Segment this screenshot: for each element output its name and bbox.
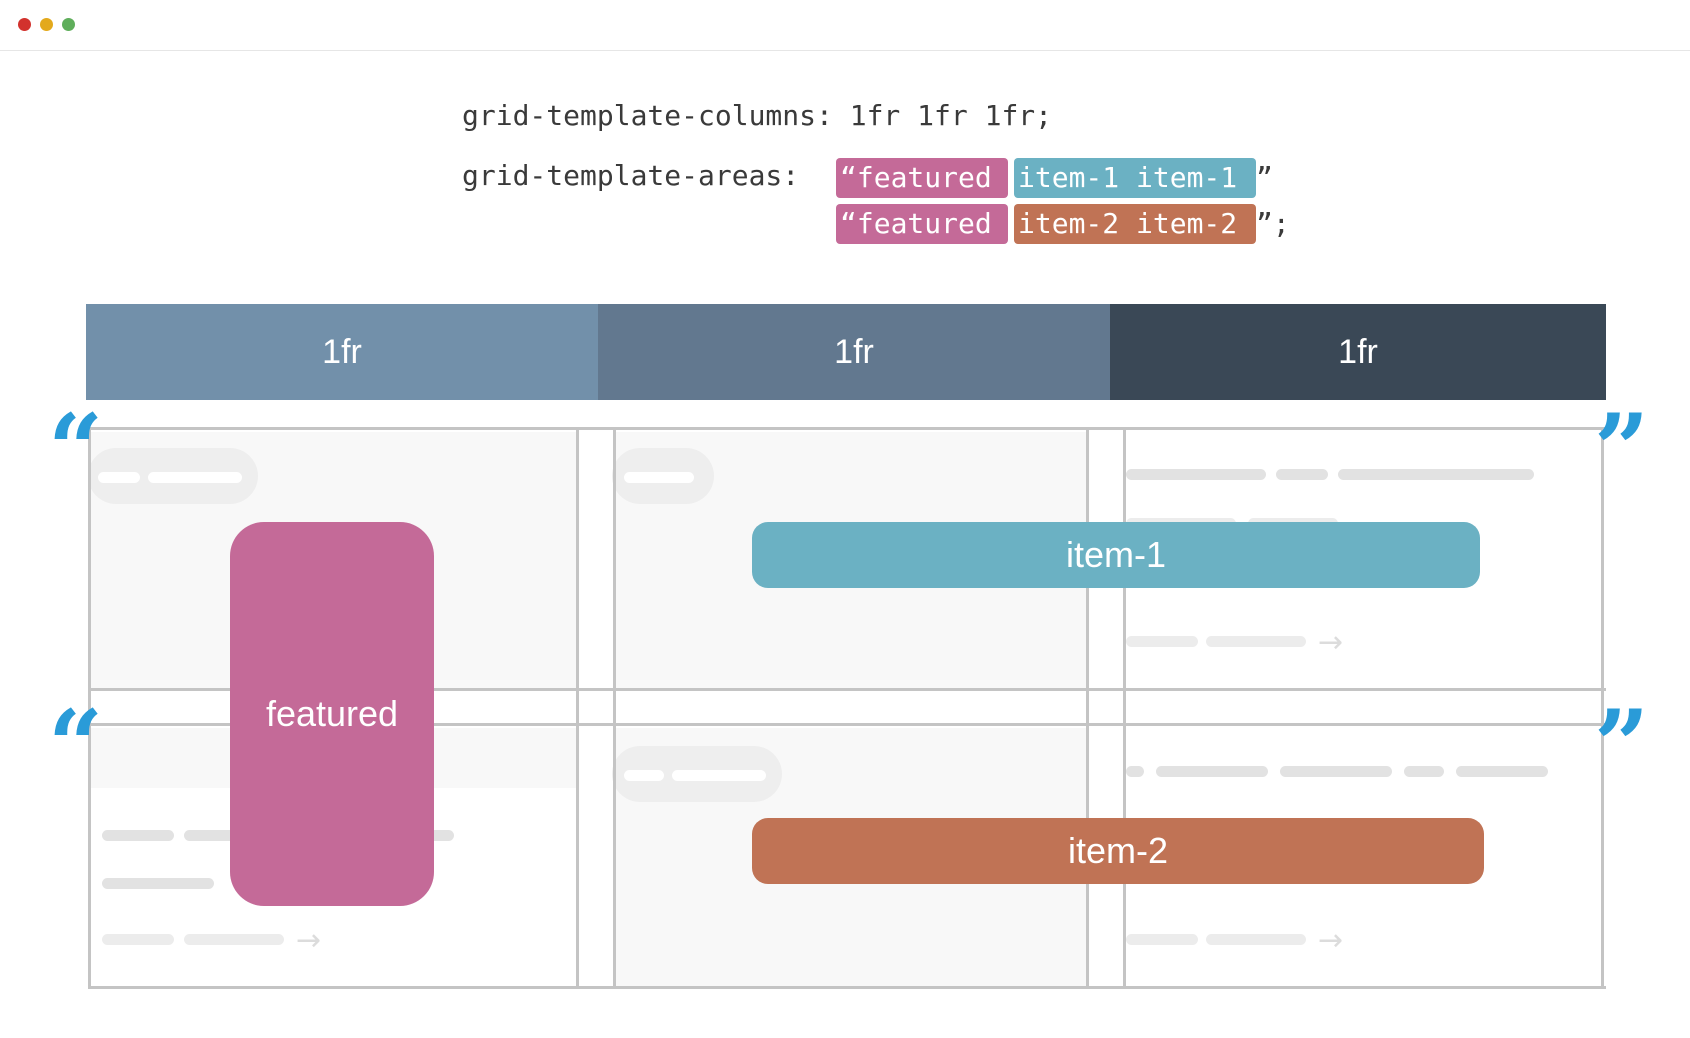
placeholder-line bbox=[1338, 469, 1534, 480]
code-chip-item-2: item-2 item-2 bbox=[1014, 204, 1256, 244]
placeholder-line bbox=[98, 472, 140, 483]
placeholder-line bbox=[1456, 766, 1548, 777]
minimize-dot[interactable] bbox=[40, 18, 53, 31]
close-dot[interactable] bbox=[18, 18, 31, 31]
code-chip-featured-2: “featured bbox=[836, 204, 1008, 244]
code-chip-item-1: item-1 item-1 bbox=[1014, 158, 1256, 198]
placeholder-line bbox=[1206, 636, 1306, 647]
placeholder-line bbox=[1404, 766, 1444, 777]
grid-line bbox=[88, 427, 91, 989]
placeholder-line bbox=[624, 472, 694, 483]
grid-line bbox=[1086, 427, 1089, 989]
code-areas-prefix: grid-template-areas: bbox=[462, 159, 817, 192]
row2-open-quote: “ bbox=[48, 689, 104, 802]
placeholder-line bbox=[102, 934, 174, 945]
area-item-2: item-2 bbox=[752, 818, 1484, 884]
placeholder-line bbox=[1206, 934, 1306, 945]
column-header-2: 1fr bbox=[598, 304, 1110, 400]
area-item-1: item-1 bbox=[752, 522, 1480, 588]
row1-open-quote: “ bbox=[48, 393, 104, 506]
placeholder-line bbox=[1126, 636, 1198, 647]
placeholder-line bbox=[1280, 766, 1392, 777]
arrow-right-icon: → bbox=[296, 923, 322, 958]
placeholder-line bbox=[672, 770, 766, 781]
grid-line bbox=[1123, 427, 1126, 989]
placeholder-line bbox=[148, 472, 242, 483]
placeholder-line bbox=[624, 770, 664, 781]
arrow-right-icon: → bbox=[1318, 923, 1344, 958]
arrow-right-icon: → bbox=[1318, 625, 1344, 660]
grid-line bbox=[88, 723, 1606, 726]
grid-line bbox=[613, 427, 616, 989]
maximize-dot[interactable] bbox=[62, 18, 75, 31]
row1-close-quote: ” bbox=[1594, 393, 1650, 506]
grid-line bbox=[88, 688, 1606, 691]
placeholder-line bbox=[1156, 766, 1268, 777]
grid-line bbox=[88, 986, 1606, 989]
placeholder-line bbox=[1126, 934, 1198, 945]
code-row2-end: ”; bbox=[1256, 207, 1290, 240]
grid-line bbox=[88, 427, 1606, 430]
code-columns-line: grid-template-columns: 1fr 1fr 1fr; bbox=[462, 99, 1053, 132]
window-titlebar bbox=[0, 0, 1690, 51]
code-row1-end: ” bbox=[1256, 161, 1273, 194]
placeholder-line bbox=[1126, 469, 1266, 480]
placeholder-line bbox=[1126, 766, 1144, 777]
grid-line bbox=[576, 427, 579, 989]
row2-close-quote: ” bbox=[1594, 689, 1650, 802]
area-featured: featured bbox=[230, 522, 434, 906]
code-chip-featured-1: “featured bbox=[836, 158, 1008, 198]
placeholder-line bbox=[184, 934, 284, 945]
placeholder-line bbox=[102, 878, 214, 889]
grid-line bbox=[1601, 427, 1604, 989]
column-header-3: 1fr bbox=[1110, 304, 1606, 400]
placeholder-line bbox=[1276, 469, 1328, 480]
placeholder-line bbox=[102, 830, 174, 841]
column-header-1: 1fr bbox=[86, 304, 598, 400]
